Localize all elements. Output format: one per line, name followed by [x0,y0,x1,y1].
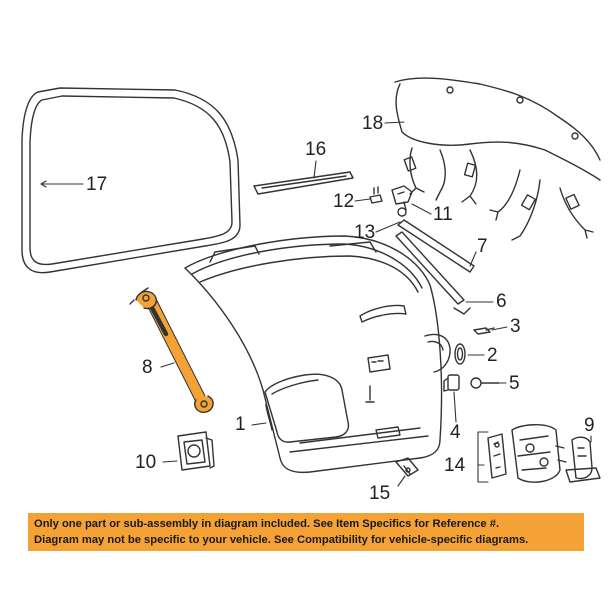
upper-trim-strip [253,171,354,195]
liftgate-assembly [184,235,451,474]
callout-16: 16 [305,139,327,160]
gas-strut [129,287,214,414]
screw-5 [470,377,500,389]
callout-6: 6 [496,291,507,312]
callout-1: 1 [235,414,246,435]
callout-3: 3 [510,316,521,337]
callout-5: 5 [509,373,520,394]
pin-fastener [473,327,495,335]
callout-17: 17 [86,174,108,195]
leader-lines [40,121,592,487]
callout-11: 11 [433,204,453,225]
bolt-12 [369,186,383,204]
callout-13: 13 [354,222,376,243]
callout-4: 4 [450,422,461,443]
callout-15: 15 [369,483,391,504]
notice-line-1: Only one part or sub-assembly in diagram… [34,518,500,530]
glass-rail [395,231,471,315]
callout-8: 8 [142,357,153,378]
weatherstrip-seal [21,87,241,274]
callout-7: 7 [477,236,488,257]
liftgate-handle [565,436,601,483]
hinge-bracket [391,185,413,217]
bumper-pad [454,343,466,365]
wiring-harness [394,77,601,241]
latch-striker [395,457,419,477]
notice-line-2: Diagram may not be specific to your vehi… [34,534,529,546]
bracket-4 [443,374,460,392]
callout-12: 12 [333,191,355,212]
latch-assembly [487,424,567,483]
compatibility-notice: Only one part or sub-assembly in diagram… [28,513,584,551]
callout-9: 9 [584,415,595,436]
callout-2: 2 [487,345,498,366]
callout-10: 10 [135,452,157,473]
side-molding [397,219,475,273]
callout-14: 14 [444,455,466,476]
callout-18: 18 [362,113,384,134]
release-switch [177,431,215,471]
